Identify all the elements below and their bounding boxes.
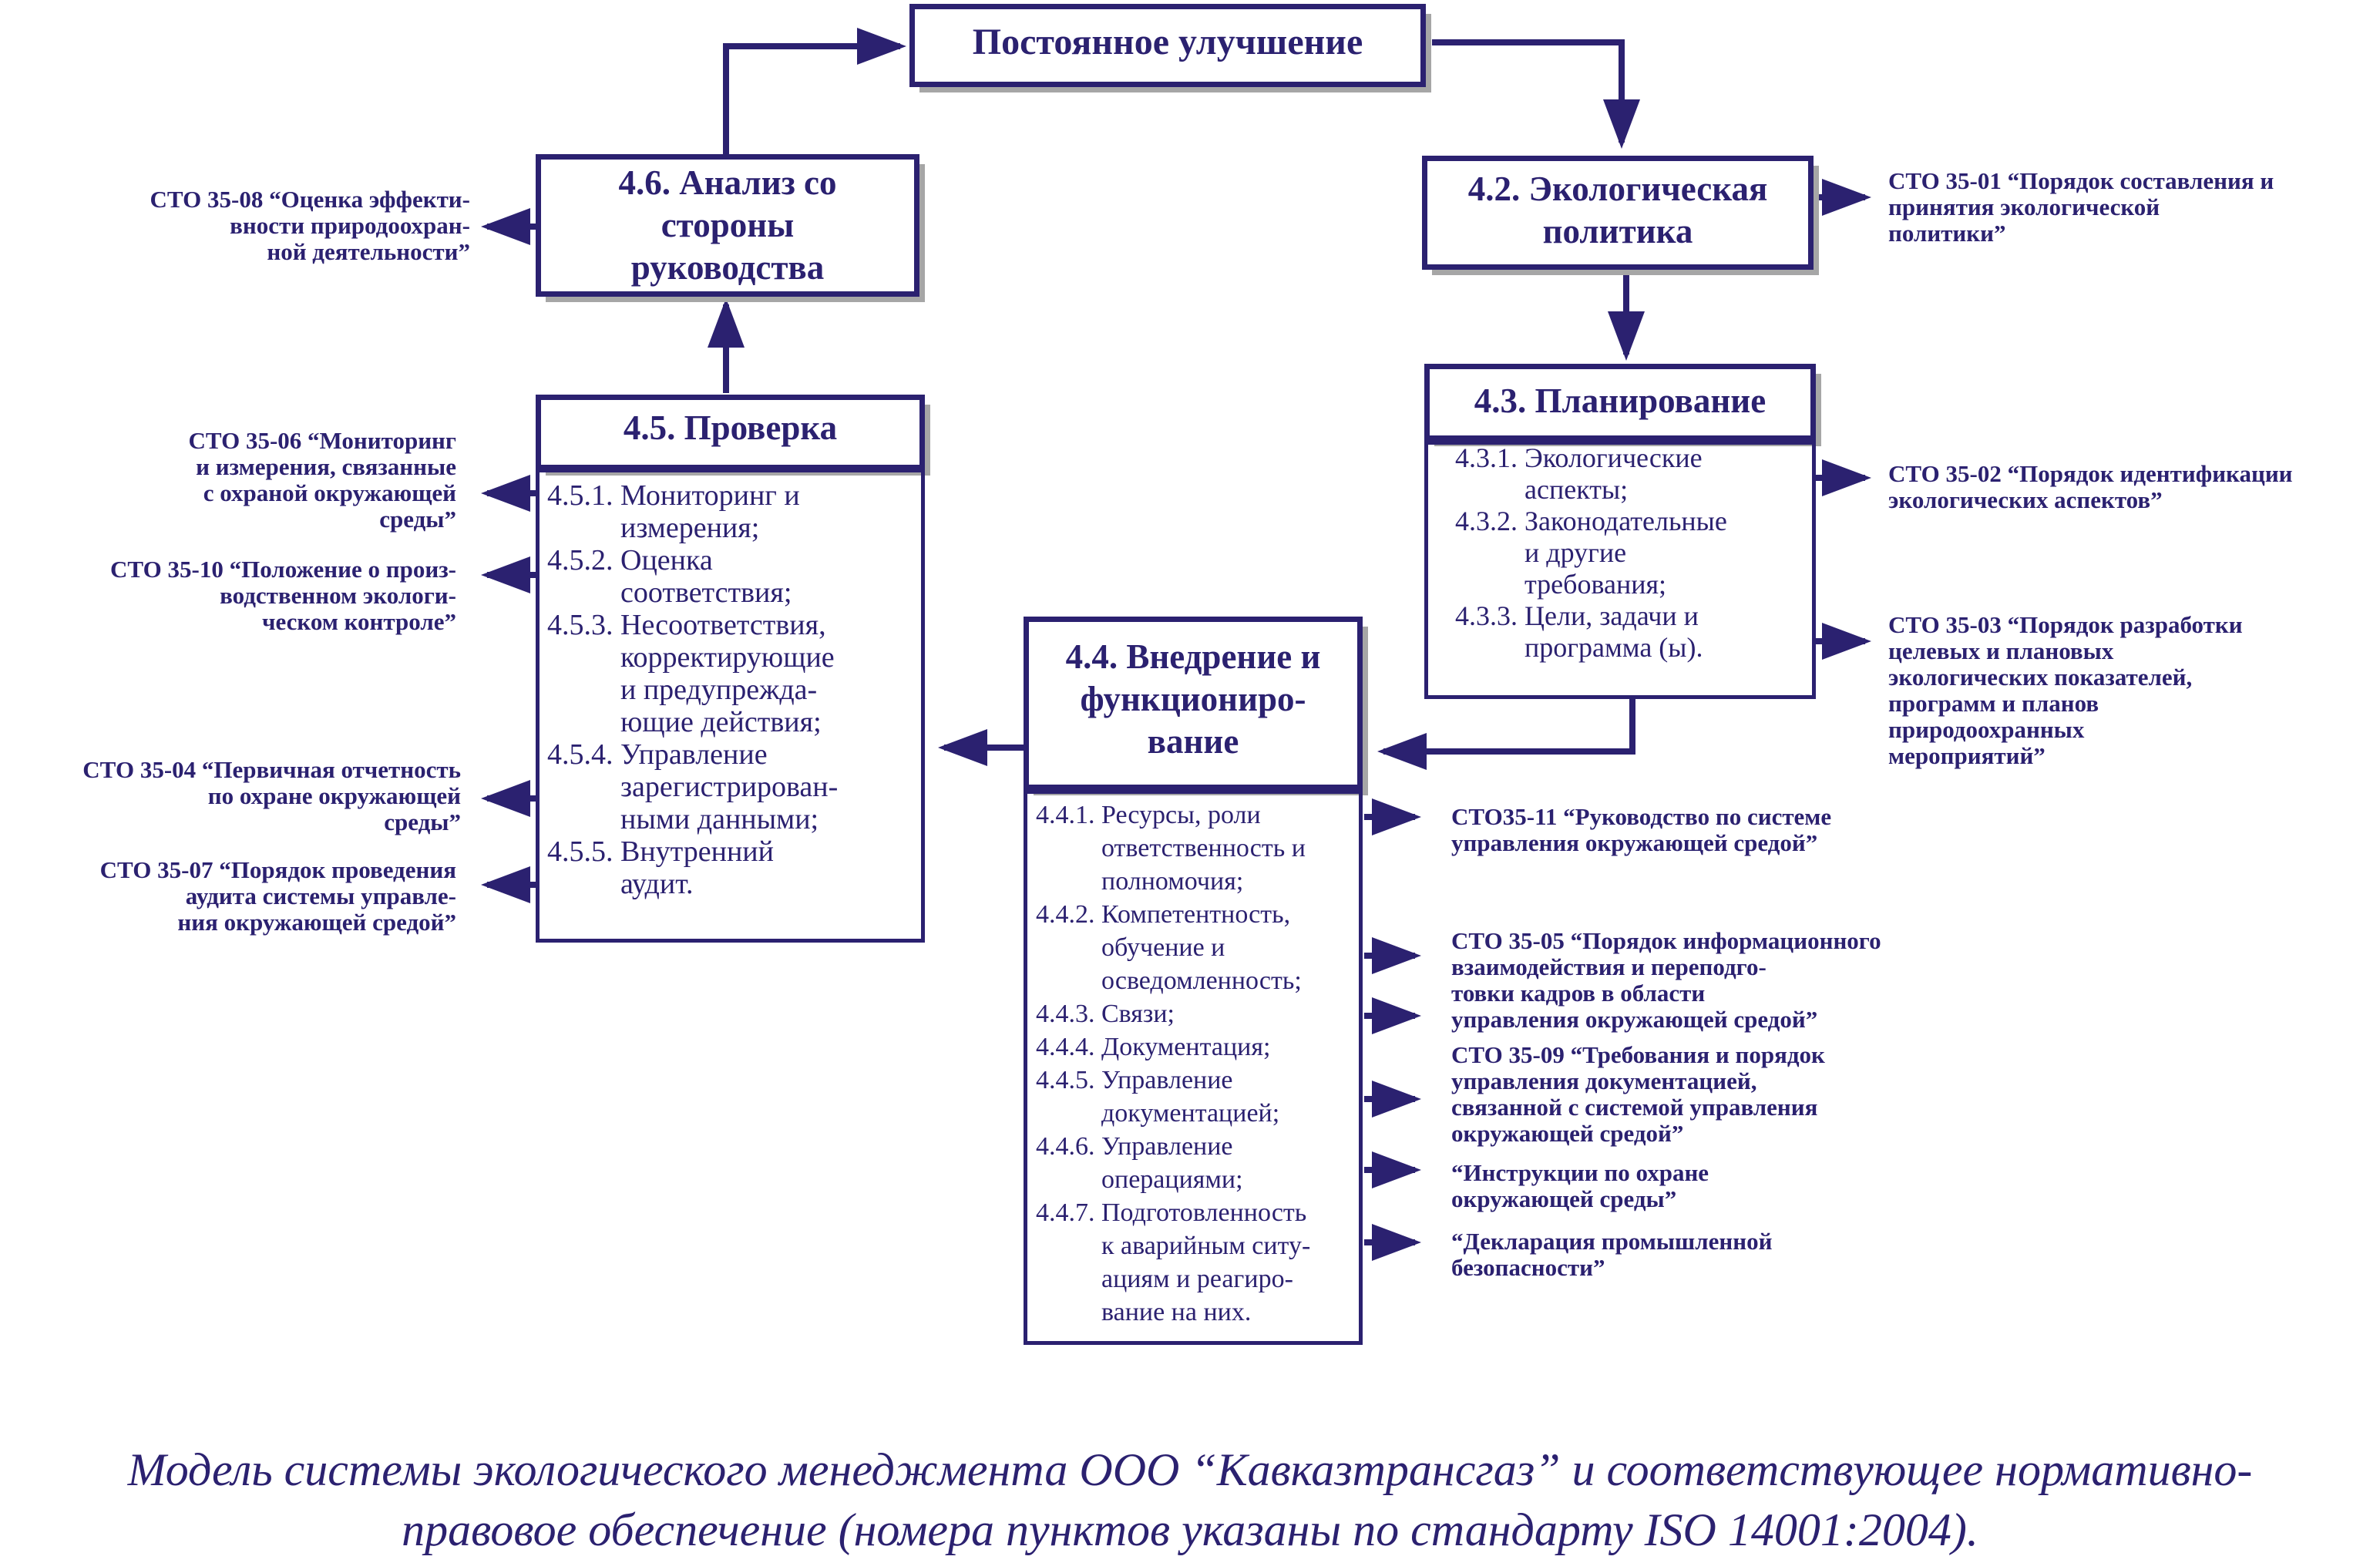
sto-35-10-note: СТО 35-10 “Положение о произ- водственно… [110, 556, 456, 635]
env-policy-box [1422, 156, 1814, 270]
planning-item: 4.3.2. Законодательные и другие требован… [1455, 506, 1727, 600]
checking-title: 4.5. Проверка [623, 408, 838, 447]
implementation-item: 4.4.7. Подготовленность к аварийным ситу… [1036, 1198, 1311, 1326]
implementation-items-frame [1024, 790, 1363, 1345]
checking-item: 4.5.2. Оценка соответствия; [547, 544, 792, 609]
checking-item: 4.5.5. Внутренний аудит. [547, 835, 774, 900]
implementation-title: 4.4. Внедрение и функциониро- вание [1065, 637, 1321, 761]
planning-item: 4.3.1. Экологические аспекты; [1455, 442, 1703, 505]
checking-items-list: 4.5.1. Мониторинг и измерения; 4.5.2. Оц… [547, 479, 917, 900]
management-review-box [536, 154, 919, 297]
planning-items-frame [1424, 441, 1816, 699]
implementation-item: 4.4.1. Ресурсы, роли ответственность и п… [1036, 801, 1306, 896]
sto-35-04-note: СТО 35-04 “Первичная отчетность по охран… [82, 756, 461, 835]
implementation-item: 4.4.4. Документация; [1036, 1033, 1271, 1061]
sto-35-09-note: СТО 35-09 “Требования и порядок управлен… [1451, 1041, 1825, 1147]
sto-35-01-note: СТО 35-01 “Порядок составления и приняти… [1888, 167, 2274, 247]
implementation-item: 4.4.5. Управление документацией; [1036, 1066, 1280, 1128]
diagram-caption: Модель системы экологического менеджмент… [127, 1444, 2253, 1555]
implementation-item: 4.4.2. Компетентность, обучение и осведо… [1036, 900, 1302, 995]
sto-35-05-note: СТО 35-05 “Порядок информационного взаим… [1451, 927, 1881, 1033]
implementation-item: 4.4.6. Управление операциями; [1036, 1132, 1243, 1194]
sto-35-03-note: СТО 35-03 “Порядок разработки целевых и … [1888, 611, 2243, 769]
sto-35-07-note: СТО 35-07 “Порядок проведения аудита сис… [99, 856, 456, 936]
implementation-item: 4.4.3. Связи; [1036, 1000, 1175, 1028]
planning-header-box [1424, 364, 1816, 441]
checking-items-frame [536, 469, 925, 943]
env-policy-title: 4.2. Экологическая политика [1467, 170, 1768, 250]
arrow-improvement-to-policy [1432, 39, 1640, 149]
management-review-title: 4.6. Анализ со стороны руководства [618, 163, 837, 287]
checking-header-box [536, 395, 925, 470]
checking-item: 4.5.4. Управление зарегистрирован- ными … [547, 738, 839, 835]
continuous-improvement-title: Постоянное улучшение [972, 22, 1363, 62]
declaration-note: “Декларация промышленной безопасности” [1451, 1228, 1773, 1281]
continuous-improvement-box [909, 4, 1426, 87]
checking-item: 4.5.1. Мониторинг и измерения; [547, 479, 800, 544]
sto-35-11-note: СТО35-11 “Руководство по системе управле… [1451, 803, 1832, 856]
arrow-planning-to-implementation [1377, 697, 1635, 770]
planning-items-list: 4.3.1. Экологические аспекты; 4.3.2. Зак… [1455, 442, 1810, 664]
implementation-items-list: 4.4.1. Ресурсы, роли ответственность и п… [1036, 798, 1360, 1329]
sto-35-06-note: СТО 35-06 “Мониторинг и измерения, связа… [188, 427, 456, 533]
sto-35-08-note: СТО 35-08 “Оценка эффекти- вности природ… [150, 186, 470, 265]
planning-item: 4.3.3. Цели, задачи и программа (ы). [1455, 600, 1703, 663]
planning-title: 4.3. Планирование [1474, 382, 1767, 420]
arrow-review-to-improvement [723, 28, 906, 154]
sto-35-02-note: СТО 35-02 “Порядок идентификации экологи… [1888, 460, 2293, 513]
instructions-note: “Инструкции по охране окружающей среды” [1451, 1159, 1709, 1212]
checking-item: 4.5.3. Несоответствия, корректирующие и … [547, 609, 835, 738]
implementation-header-box [1024, 617, 1363, 790]
